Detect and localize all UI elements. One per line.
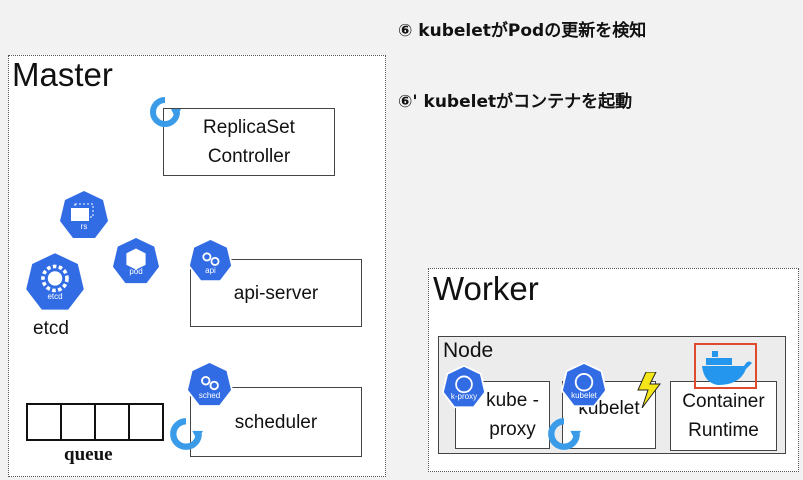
replicaset-controller-box: ReplicaSet Controller bbox=[163, 108, 335, 176]
master-title: Master bbox=[12, 56, 113, 93]
sched-icon: sched bbox=[186, 361, 233, 408]
queue bbox=[26, 403, 164, 441]
lightning-icon bbox=[637, 372, 661, 408]
worker-title: Worker bbox=[433, 270, 539, 307]
container-runtime-box: Container Runtime bbox=[670, 381, 777, 451]
step-6-prime-heading: ⑥' kubeletがコンテナを起動 bbox=[398, 92, 633, 112]
refresh-icon bbox=[548, 418, 581, 450]
refresh-icon bbox=[170, 418, 203, 450]
k-proxy-icon: k-proxy bbox=[442, 365, 486, 409]
step-6-heading: ⑥ kubeletがPodの更新を検知 bbox=[398, 21, 647, 41]
kubelet-icon: kubelet bbox=[561, 362, 607, 408]
docker-icon bbox=[702, 351, 752, 385]
docker-highlight bbox=[694, 343, 757, 389]
api-icon: api bbox=[188, 238, 233, 283]
etcd-icon: etcd bbox=[25, 252, 85, 312]
etcd-label: etcd bbox=[33, 318, 69, 339]
node-label: Node bbox=[443, 339, 494, 362]
queue-label: queue bbox=[64, 444, 113, 465]
rs-icon: rs bbox=[59, 190, 109, 240]
pod-icon: pod bbox=[112, 237, 160, 285]
refresh-icon bbox=[150, 97, 181, 127]
